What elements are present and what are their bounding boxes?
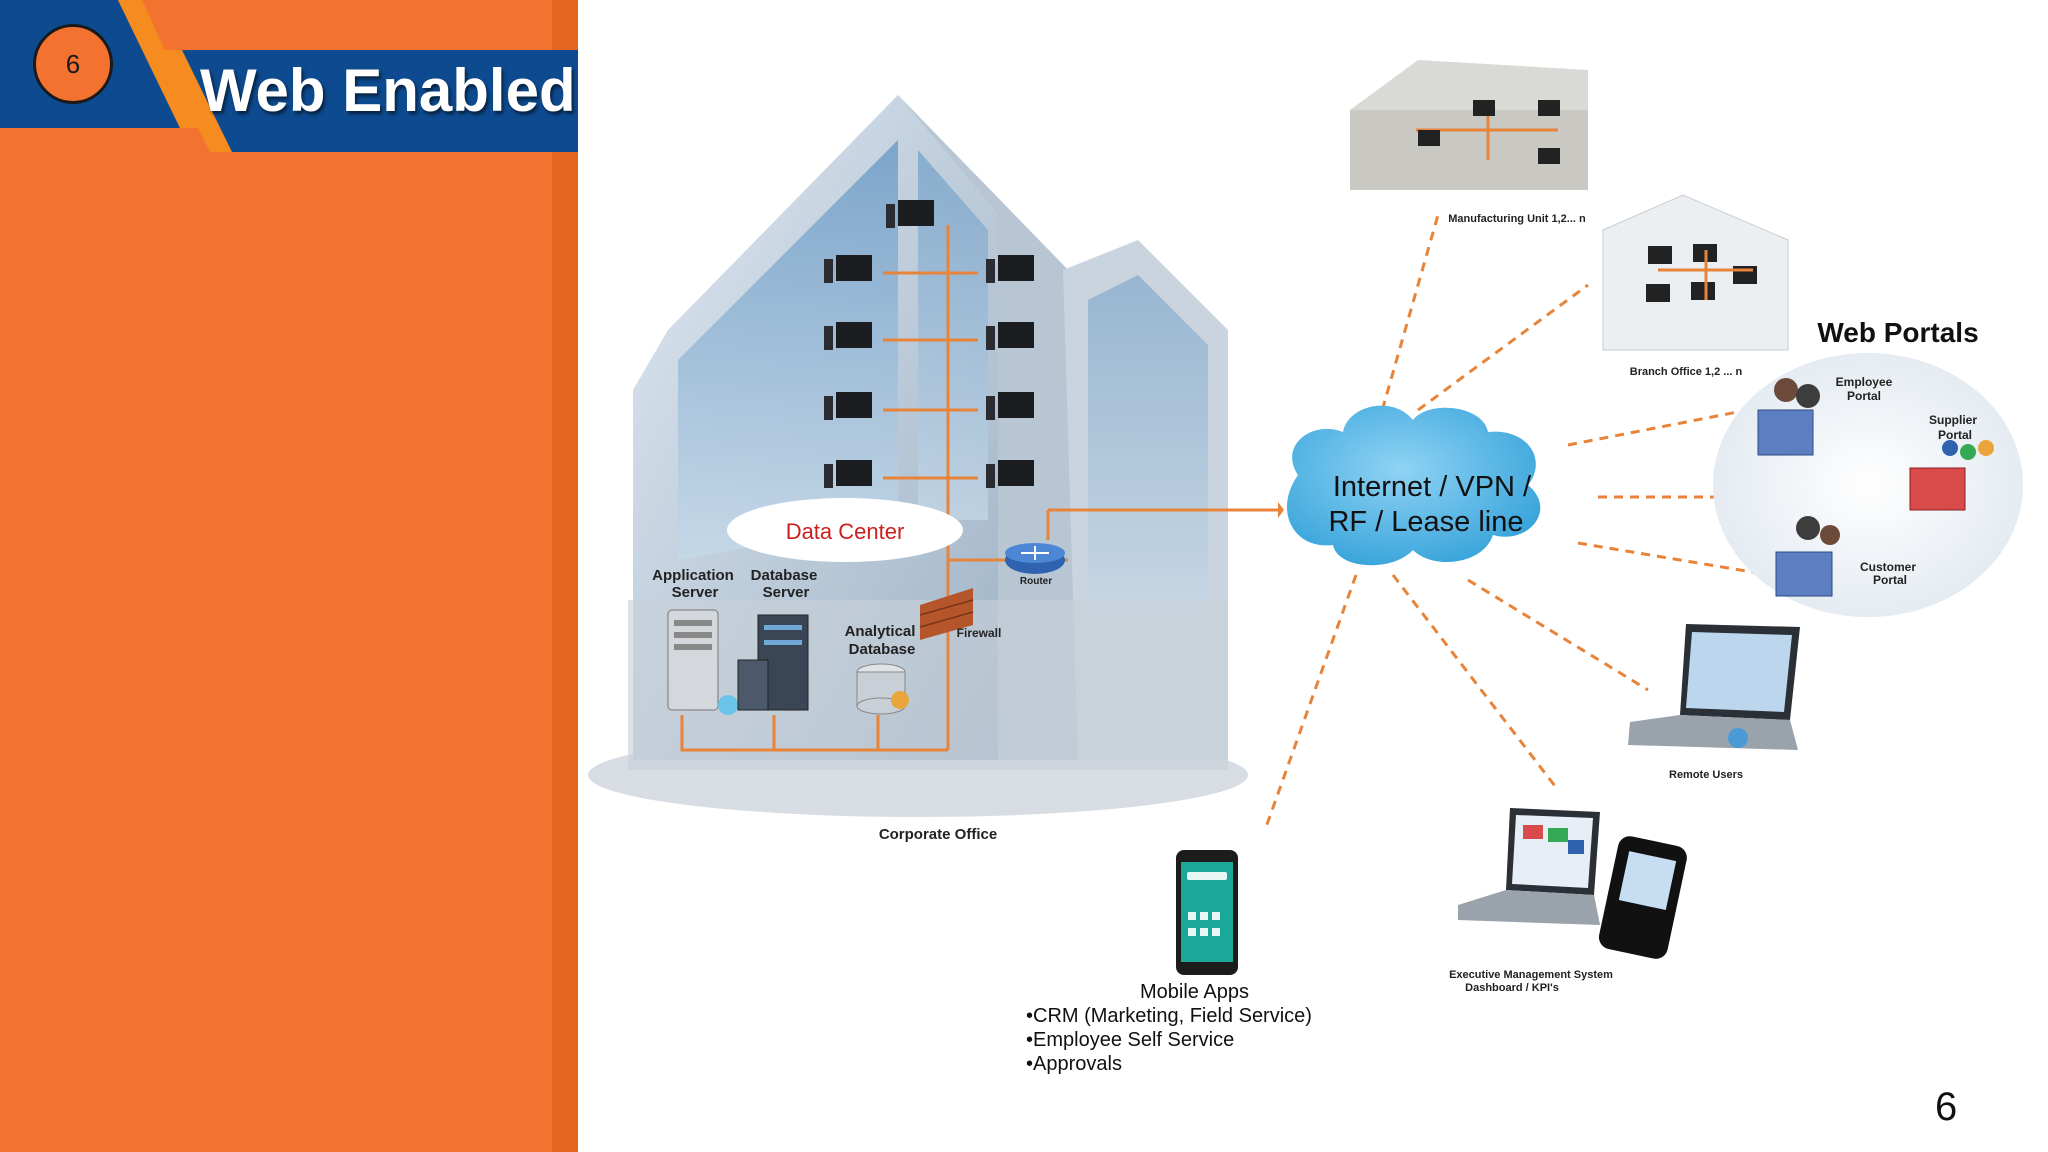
- remote-users-label: Remote Users: [1669, 769, 1743, 781]
- router-label: Router: [1020, 576, 1052, 587]
- customer-portal-icon: [1775, 516, 1840, 597]
- workstation-tower-3: [986, 259, 995, 283]
- workstation-monitor-3: [998, 255, 1034, 281]
- manufacturing-unit-building: [1350, 60, 1588, 190]
- page-number: 6: [1935, 1085, 1958, 1129]
- app-server-label-2: Server: [672, 584, 719, 601]
- firewall-icon: [919, 588, 974, 640]
- web-portals-heading: Web Portals: [1817, 317, 1978, 348]
- workstation-monitor-9: [998, 460, 1034, 486]
- exec-label-1: Executive Management System: [1449, 969, 1613, 981]
- mobile-item-ess: •Employee Self Service: [1026, 1029, 1235, 1051]
- exec-label-2: Dashboard / KPI's: [1465, 982, 1559, 994]
- workstation-monitor-6: [836, 392, 872, 418]
- network-diagram: Data Center Application Server Database …: [588, 60, 2023, 994]
- manufacturing-label: Manufacturing Unit 1,2... n: [1448, 213, 1586, 225]
- supplier-portal-label-1: Supplier: [1929, 413, 1977, 427]
- left-panel-edge: [552, 0, 578, 1152]
- workstation-tower-6: [824, 396, 833, 420]
- remote-users-laptop: [1628, 624, 1800, 750]
- customer-portal-label-1: Customer: [1860, 560, 1916, 574]
- data-center-ellipse: [727, 498, 963, 562]
- supplier-portal-label-2: Portal: [1938, 428, 1972, 442]
- workstation-tower-7: [986, 396, 995, 420]
- customer-portal-label-2: Portal: [1873, 573, 1907, 587]
- workstation-tower-1: [886, 204, 895, 228]
- workstations: [824, 200, 1034, 488]
- employee-portal-label-2: Portal: [1847, 389, 1881, 403]
- internet-cloud: [1286, 405, 1541, 566]
- app-server-label-1: Application: [652, 567, 734, 584]
- cloud-label-1: Internet / VPN /: [1333, 471, 1532, 503]
- branch-office-building: [1602, 194, 1789, 351]
- workstation-monitor-1: [898, 200, 934, 226]
- mobile-phone-icon: [1176, 850, 1238, 975]
- workstation-tower-2: [824, 259, 833, 283]
- slide-title: Web Enabled: [200, 57, 576, 124]
- db-server-label-2: Server: [763, 584, 810, 601]
- workstation-monitor-4: [836, 322, 872, 348]
- workstation-tower-5: [986, 326, 995, 350]
- workstation-tower-4: [824, 326, 833, 350]
- analytical-db-label-2: Database: [849, 641, 916, 658]
- building-network-lines: [680, 225, 1278, 752]
- db-server-label-1: Database: [751, 567, 818, 584]
- corporate-office-building: [588, 95, 1248, 817]
- dashed-connectors: [1263, 214, 1908, 831]
- employee-portal-label-1: Employee: [1836, 375, 1893, 389]
- data-center-label: Data Center: [786, 519, 905, 544]
- corporate-office-label: Corporate Office: [879, 826, 997, 843]
- title-banner: [0, 0, 578, 152]
- executive-dashboard-devices: [1458, 808, 1687, 959]
- left-orange-panel: [0, 0, 578, 1152]
- mobile-apps-title: Mobile Apps: [1140, 981, 1249, 1003]
- analytical-db-label-1: Analytical: [845, 623, 916, 640]
- cloud-label-2: RF / Lease line: [1328, 506, 1523, 538]
- workstation-tower-9: [986, 464, 995, 488]
- workstation-monitor-7: [998, 392, 1034, 418]
- arrow-to-cloud: [1278, 502, 1284, 518]
- mobile-item-crm: •CRM (Marketing, Field Service): [1026, 1005, 1312, 1027]
- router-icon: [1005, 543, 1065, 574]
- employee-portal-icon: [1757, 378, 1820, 456]
- workstation-monitor-2: [836, 255, 872, 281]
- workstation-tower-8: [824, 464, 833, 488]
- mobile-apps-text: Mobile Apps •CRM (Marketing, Field Servi…: [1026, 980, 1312, 1076]
- workstation-monitor-5: [998, 322, 1034, 348]
- slide-number-badge: 6: [33, 24, 113, 104]
- firewall-label: Firewall: [957, 626, 1002, 640]
- workstation-monitor-8: [836, 460, 872, 486]
- application-server-icon: [667, 609, 738, 715]
- mobile-item-approvals: •Approvals: [1026, 1053, 1122, 1075]
- database-server-icon: [737, 614, 809, 711]
- supplier-portal-icon: [1909, 440, 1994, 511]
- analytical-database-icon: [856, 663, 909, 715]
- branch-label: Branch Office 1,2 ... n: [1630, 366, 1743, 378]
